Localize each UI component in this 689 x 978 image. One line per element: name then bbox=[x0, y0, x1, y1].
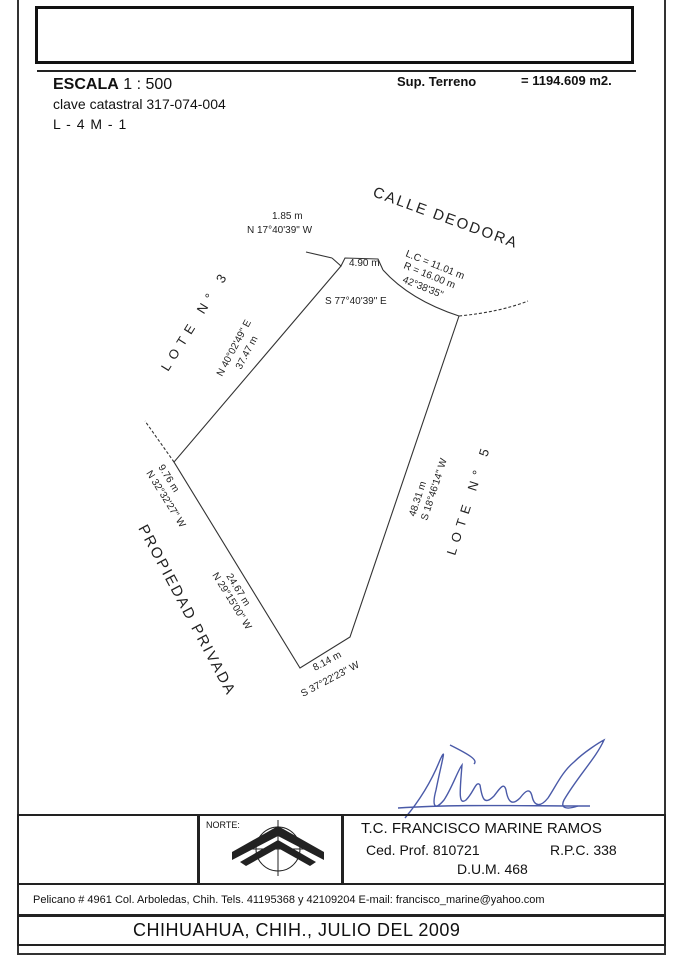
lote3-label: LOTE N° 3 bbox=[158, 266, 233, 373]
propiedad-label: PROPIEDAD PRIVADA bbox=[134, 522, 239, 699]
seg-top-bearing: S 77°40'39" E bbox=[325, 296, 387, 307]
north-arrow-icon bbox=[232, 820, 324, 876]
cadastral-key: clave catastral 317-074-004 bbox=[53, 96, 226, 112]
header-rule bbox=[37, 70, 636, 72]
scale-label: ESCALA bbox=[53, 76, 119, 93]
city-box bbox=[17, 916, 666, 946]
professional-id: Ced. Prof. 810721 bbox=[366, 842, 480, 858]
street-label: CALLE DEODORA bbox=[371, 184, 521, 252]
lote5-label: LOTE N° 5 bbox=[444, 441, 494, 557]
seg-top-length: 4.90 m bbox=[349, 258, 380, 269]
lot-boundary bbox=[144, 251, 529, 669]
north-label: NORTE: bbox=[206, 820, 240, 830]
dum-number: D.U.M. 468 bbox=[457, 861, 528, 877]
sheet-border bbox=[17, 0, 666, 955]
surveyor-name: T.C. FRANCISCO MARINE RAMOS bbox=[361, 820, 602, 837]
address-box bbox=[17, 885, 666, 916]
rpc-number: R.P.C. 338 bbox=[550, 842, 617, 858]
seg-top-short-length: 1.85 m bbox=[272, 211, 303, 222]
lot-block: L - 4 M - 1 bbox=[53, 116, 128, 132]
area-label: Sup. Terreno bbox=[397, 74, 477, 89]
seg-top-short-bearing: N 17°40'39" W bbox=[247, 225, 313, 236]
title-box bbox=[35, 6, 634, 64]
city-date: CHIHUAHUA, CHIH., JULIO DEL 2009 bbox=[133, 920, 461, 940]
scale-line: ESCALA 1 : 500 bbox=[53, 76, 172, 94]
scale-value: 1 : 500 bbox=[123, 76, 173, 93]
area-value: = 1194.609 m2. bbox=[521, 73, 612, 88]
footer-divider-right bbox=[341, 814, 344, 885]
contact-address: Pelicano # 4961 Col. Arboledas, Chih. Te… bbox=[33, 894, 545, 906]
signature bbox=[397, 738, 606, 819]
footer-divider-left bbox=[197, 814, 200, 885]
